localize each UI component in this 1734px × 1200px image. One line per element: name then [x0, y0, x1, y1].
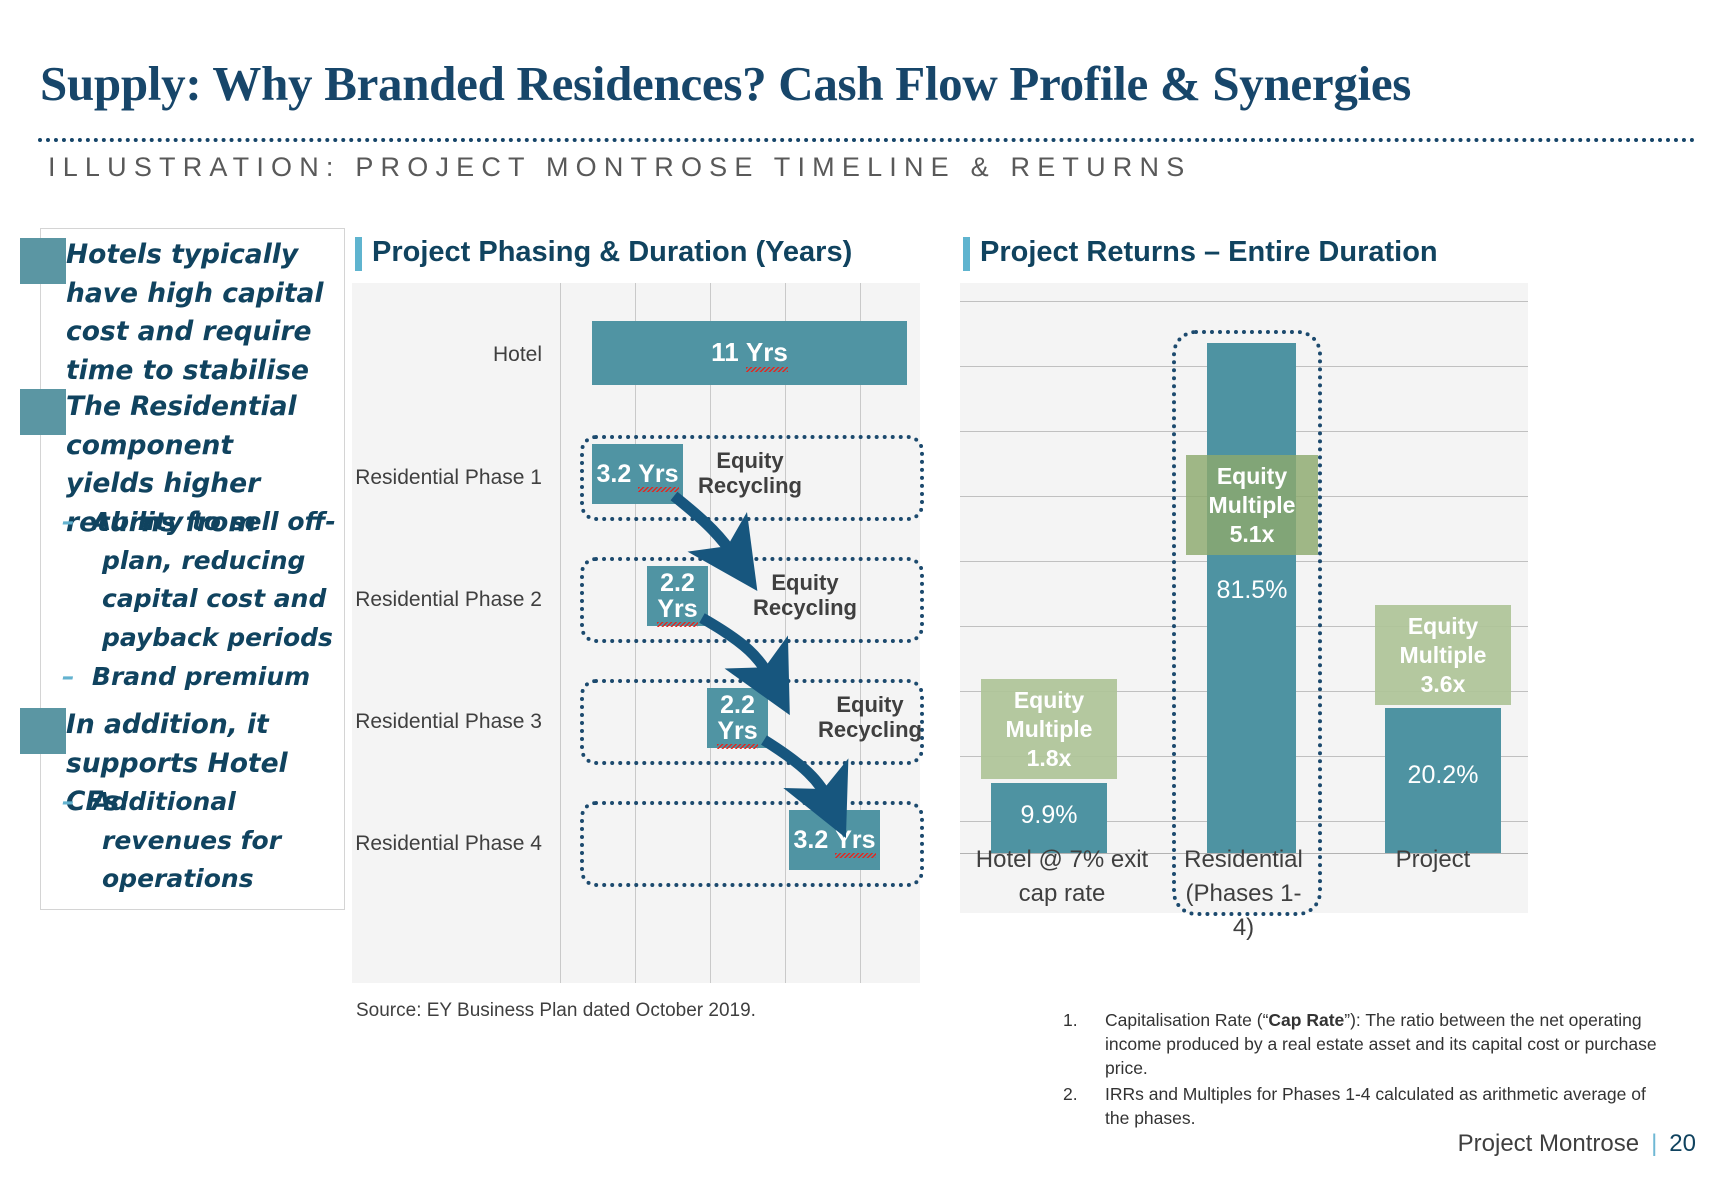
- gantt-bar-phase4-value: 3.2 Yrs: [793, 825, 876, 859]
- spellcheck-underline: Yrs: [638, 459, 679, 493]
- returns-heading: Project Returns – Entire Duration: [980, 236, 1438, 268]
- gantt-gridline: [635, 283, 636, 983]
- gantt-bar-phase4: 3.2 Yrs: [789, 810, 880, 870]
- gantt-row-label-phase2: Residential Phase 2: [355, 588, 542, 611]
- gantt-chart: Hotel Residential Phase 1 Residential Ph…: [352, 283, 924, 983]
- page-title: Supply: Why Branded Residences? Cash Flo…: [40, 56, 1412, 111]
- gantt-source-note: Source: EY Business Plan dated October 2…: [356, 1000, 756, 1021]
- gantt-row-label-phase1: Residential Phase 1: [355, 466, 542, 489]
- returns-value-hotel: 9.9%: [1020, 801, 1078, 829]
- dash-marker: –: [62, 507, 92, 536]
- footer: Project Montrose | 20: [1458, 1130, 1696, 1158]
- residential-highlight-box: [1172, 330, 1322, 916]
- takeaway-item-5: In addition, it supports Hotel CFs:: [66, 706, 328, 822]
- gantt-heading-accent: [355, 237, 362, 271]
- gantt-row-label-phase3: Residential Phase 3: [355, 710, 542, 733]
- returns-value-project: 20.2%: [1407, 761, 1479, 789]
- footnote-1-bold: Cap Rate: [1268, 1010, 1345, 1030]
- key-takeaways-panel: [40, 228, 345, 910]
- returns-axis-line: [960, 853, 1528, 854]
- footnote-1-number: 1.: [1063, 1010, 1078, 1030]
- footnote-1-post: ”): The ratio between the net operating …: [1105, 1010, 1657, 1078]
- page-subtitle: ILLUSTRATION: PROJECT MONTROSE TIMELINE …: [48, 152, 1192, 182]
- returns-bar-hotel: [991, 783, 1107, 853]
- returns-value-residential: 81.5%: [1216, 576, 1288, 604]
- takeaway-item-3: – Ability to sell off-plan, reducing cap…: [62, 503, 370, 657]
- gantt-bar-phase1-value: 3.2 Yrs: [596, 459, 679, 493]
- footnote-1: 1. Capitalisation Rate (“Cap Rate”): The …: [1063, 1008, 1663, 1080]
- bullet-square-1: [20, 238, 66, 284]
- takeaway-item-1: Hotels typically have high capital cost …: [66, 239, 324, 386]
- spellcheck-underline: Yrs: [657, 595, 698, 628]
- returns-category-residential: Residential(Phases 1-4): [1184, 846, 1303, 941]
- footnotes: 1. Capitalisation Rate (“Cap Rate”): The …: [1063, 1008, 1663, 1132]
- spellcheck-underline: Yrs: [745, 337, 788, 372]
- gantt-bar-phase2: 2.2 Yrs: [647, 566, 708, 628]
- gantt-bar-hotel-value: 11 Yrs: [711, 337, 788, 372]
- gantt-row-label-hotel: Hotel: [492, 343, 542, 366]
- returns-heading-accent: [963, 237, 970, 271]
- gantt-bar-phase3-value: 2.2: [720, 690, 755, 719]
- gantt-dotted-box-phase4: [580, 801, 924, 887]
- footnote-2-number: 2.: [1063, 1084, 1078, 1104]
- takeaway-item-4-label: Brand premium: [91, 662, 311, 691]
- footnote-2: 2. IRRs and Multiples for Phases 1-4 calc…: [1063, 1082, 1663, 1130]
- returns-category-project: Project: [1395, 846, 1471, 873]
- takeaway-item-6-label: Additional revenues for operations: [91, 787, 282, 893]
- gantt-row-label-phase4: Residential Phase 4: [355, 832, 542, 855]
- bullet-square-2: [20, 389, 66, 435]
- takeaway-item-4: – Brand premium: [62, 658, 370, 697]
- footer-page-number: 20: [1669, 1130, 1696, 1157]
- gantt-gridline: [860, 283, 861, 983]
- takeaway-item-6: – Additional revenues for operations: [62, 783, 370, 899]
- title-divider: [38, 138, 1696, 142]
- gantt-gridline: [785, 283, 786, 983]
- gantt-bar-phase1: 3.2 Yrs: [592, 444, 683, 504]
- footnote-1-pre: Capitalisation Rate (“: [1105, 1010, 1269, 1030]
- returns-bar-project: [1385, 708, 1501, 853]
- takeaway-item-5-label: In addition, it supports Hotel CFs:: [66, 709, 288, 817]
- spellcheck-underline: Yrs: [835, 825, 876, 859]
- gantt-bar-hotel: 11 Yrs: [592, 321, 907, 385]
- takeaway-item-3-label: Ability to sell off-plan, reducing capit…: [91, 507, 336, 652]
- footnote-2-text: IRRs and Multiples for Phases 1-4 calcul…: [1105, 1084, 1646, 1128]
- dash-marker: –: [62, 662, 92, 691]
- takeaway-item-2: The Residential component yields higher …: [66, 391, 297, 538]
- gantt-bar-phase2-value: 2.2: [660, 568, 695, 597]
- gantt-bar-phase3: 2.2 Yrs: [707, 688, 768, 750]
- footer-separator: |: [1651, 1130, 1658, 1157]
- footer-project-name: Project Montrose: [1457, 1130, 1640, 1157]
- returns-bar-residential: [1207, 343, 1296, 853]
- gantt-gridline: [560, 283, 561, 983]
- returns-gridline: [960, 301, 1528, 302]
- dash-marker: –: [62, 787, 92, 816]
- bullet-square-3: [20, 708, 66, 754]
- gantt-heading: Project Phasing & Duration (Years): [372, 236, 853, 268]
- spellcheck-underline: Yrs: [717, 717, 758, 750]
